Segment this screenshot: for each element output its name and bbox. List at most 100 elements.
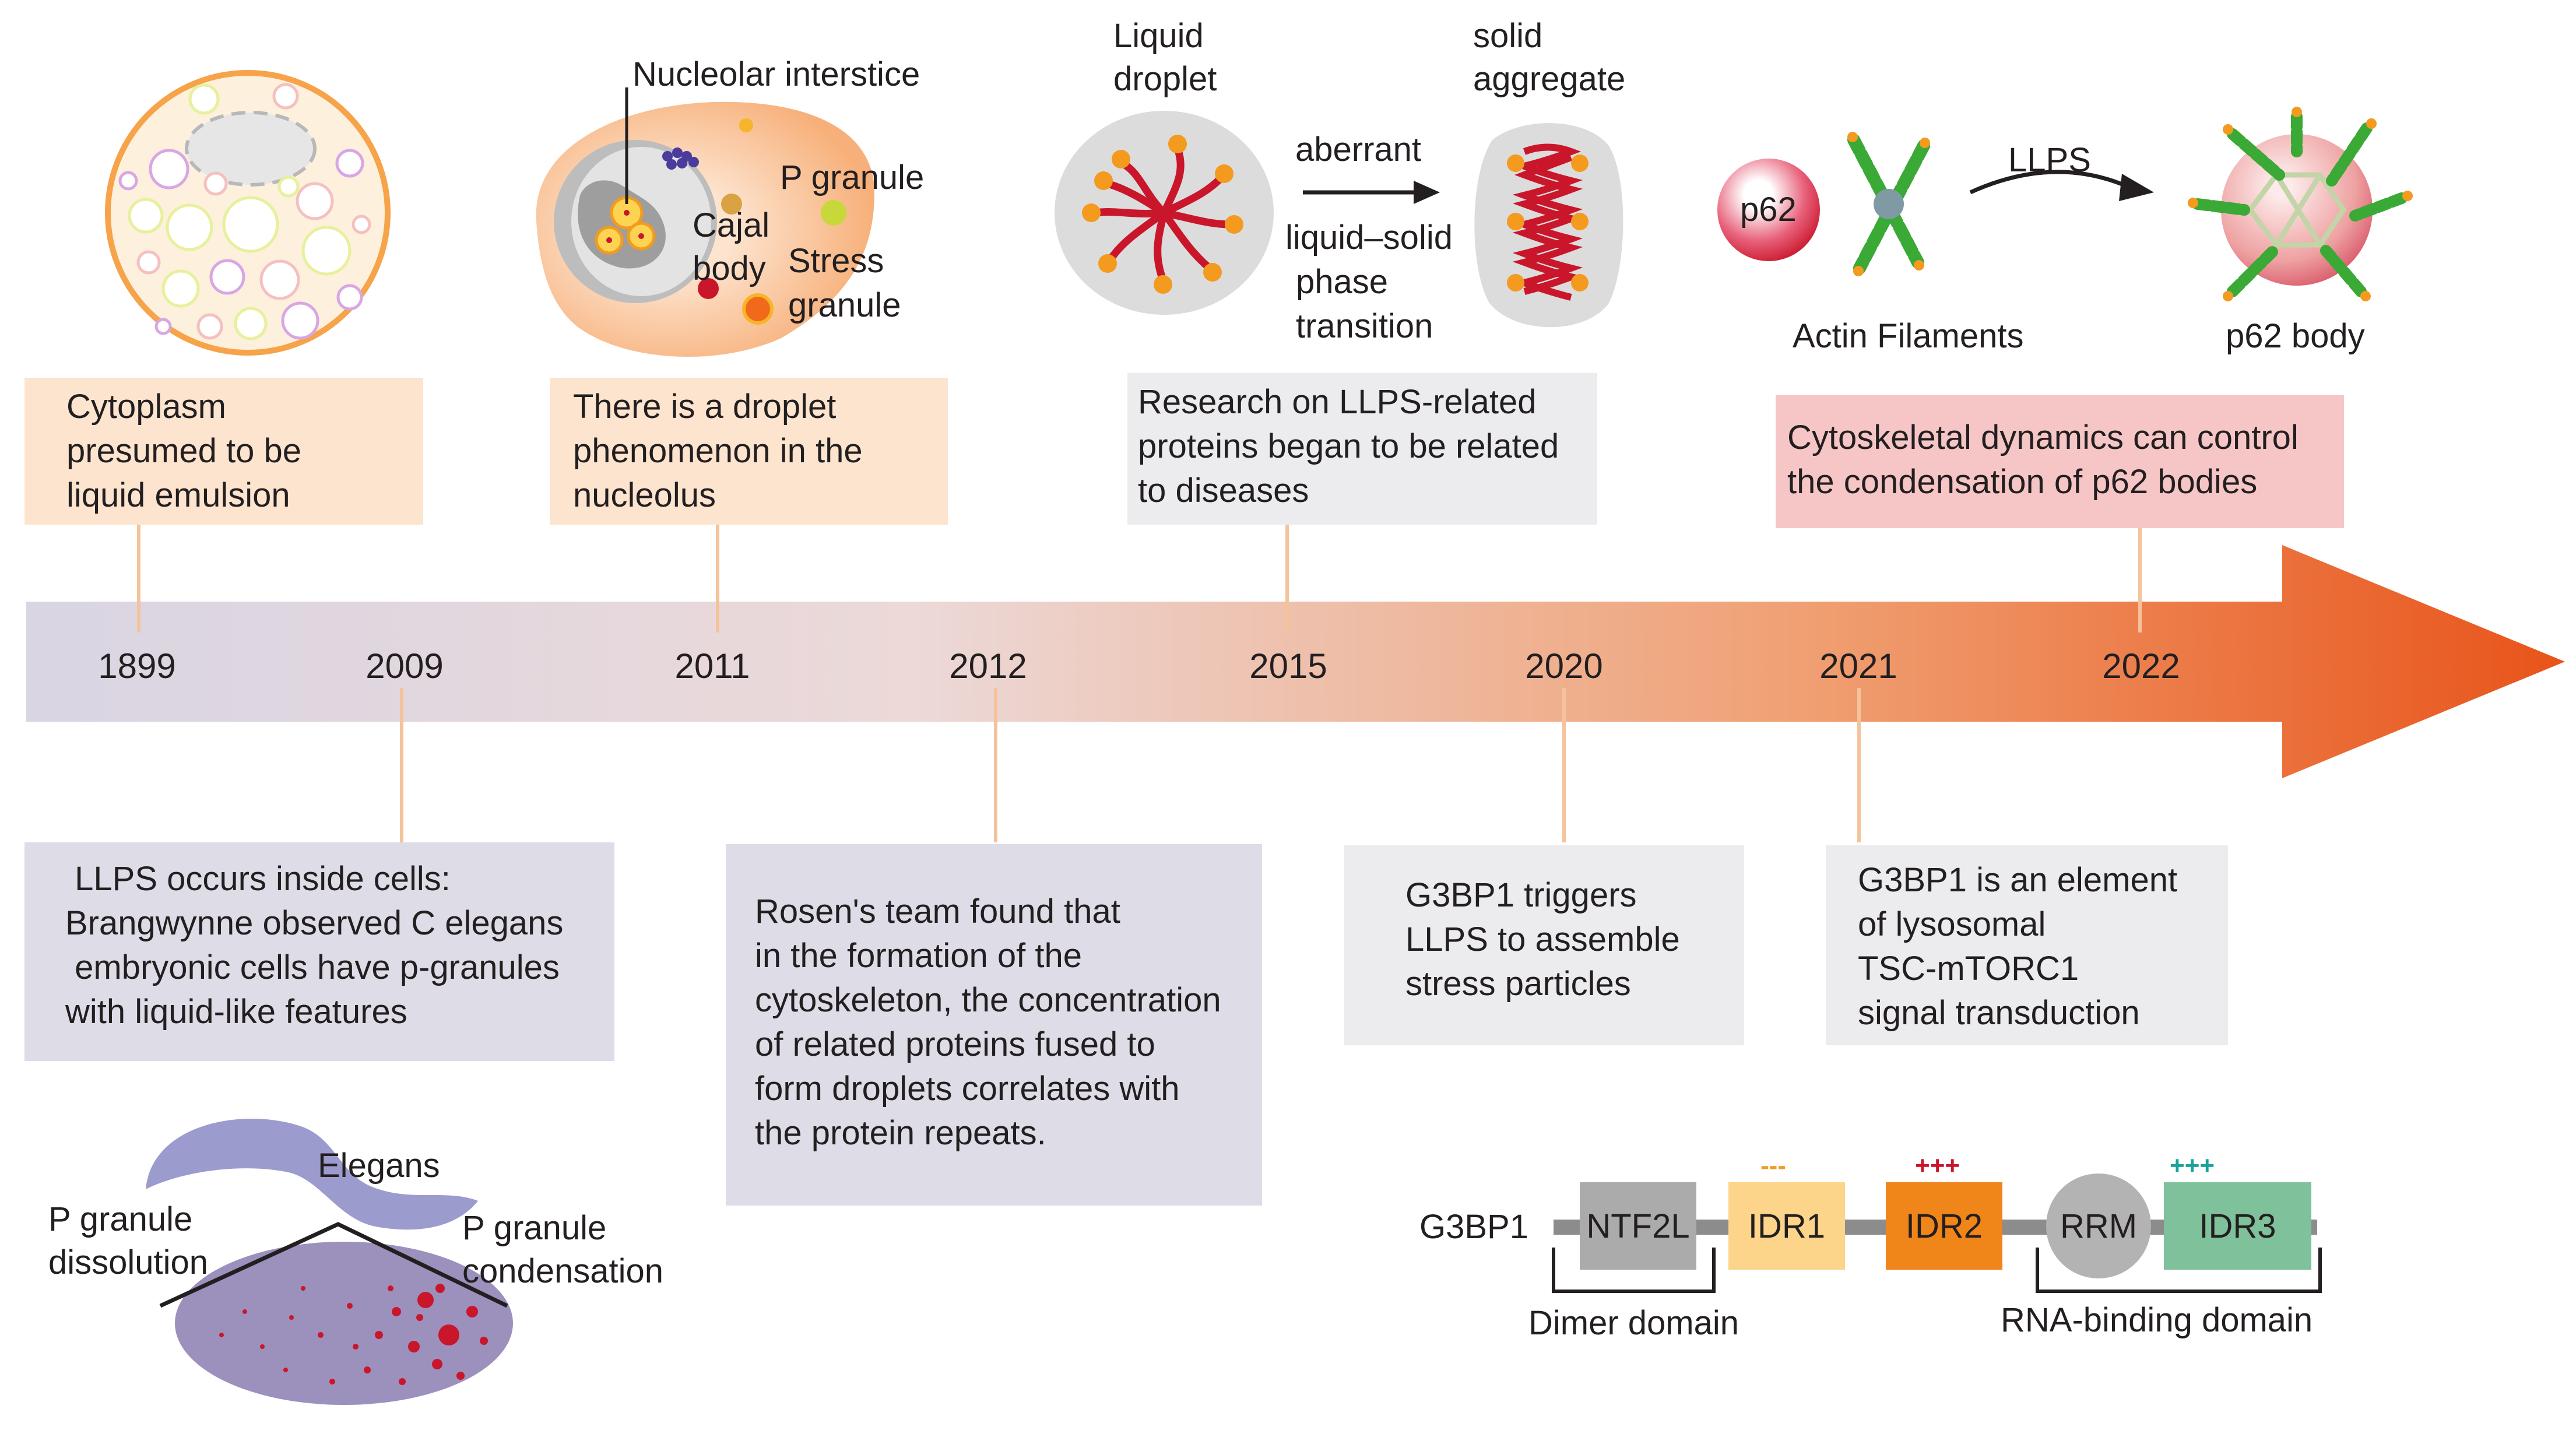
stress-granule-label: Stress granule <box>788 239 901 328</box>
idr1-charge-label: --- <box>1760 1151 1786 1180</box>
connector-2015 <box>1285 525 1289 633</box>
event-text-line: signal transduction <box>1858 994 2140 1032</box>
phase-transition-label: liquid–solid phase transition <box>1285 216 1453 349</box>
year-label: 2021 <box>1819 647 1897 686</box>
event-text-line: of lysosomal <box>1858 905 2046 943</box>
label-line: Stress <box>788 242 884 280</box>
event-box-1899: Cytoplasm presumed to be liquid emulsion <box>24 378 423 525</box>
p-granule-label: P granule <box>780 159 925 196</box>
connector-2021 <box>1857 688 1861 842</box>
connector-2012 <box>994 688 997 842</box>
label-line: Liquid <box>1113 17 1204 55</box>
year-label: 2009 <box>366 647 444 686</box>
event-box-2012: Rosen's team found that in the formation… <box>726 844 1262 1206</box>
g3bp1-label: G3BP1 <box>1419 1208 1528 1246</box>
event-text-line: in the formation of the <box>755 937 1082 975</box>
label-line: liquid–solid <box>1285 219 1453 257</box>
solid-aggregate-label: solid aggregate <box>1473 15 1625 101</box>
year-label: 1899 <box>98 647 176 686</box>
label-line: solid <box>1473 17 1543 55</box>
elegans-label: Elegans <box>318 1147 440 1185</box>
event-box-2020: G3BP1 triggers LLPS to assemble stress p… <box>1344 845 1744 1045</box>
idr3-charge-label: +++ <box>2170 1151 2215 1180</box>
event-box-2022: Cytoskeletal dynamics can control the co… <box>1776 395 2344 528</box>
event-text-line: the protein repeats. <box>755 1114 1046 1152</box>
dimer-domain-label: Dimer domain <box>1528 1304 1739 1342</box>
event-text-line: G3BP1 triggers <box>1405 876 1637 914</box>
p62-body-label: p62 body <box>2226 317 2365 355</box>
label-line: droplet <box>1113 60 1217 98</box>
label-line: body <box>693 250 766 287</box>
event-text-line: Rosen's team found that <box>755 893 1120 930</box>
domain-idr2: IDR2 <box>1886 1182 2002 1270</box>
label-line: aggregate <box>1473 60 1626 98</box>
domain-idr1: IDR1 <box>1728 1182 1845 1270</box>
connector-2009 <box>400 688 403 842</box>
event-text-line: TSC-mTORC1 <box>1858 950 2079 988</box>
idr2-charge-label: +++ <box>1915 1151 1960 1180</box>
domain-ntf2l: NTF2L <box>1580 1182 1696 1270</box>
cytoplasm-emulsion-illustration <box>105 70 391 356</box>
connector-2011 <box>716 525 719 633</box>
actin-filaments-label: Actin Filaments <box>1793 317 2024 355</box>
label-line: P granule <box>48 1200 193 1238</box>
label-line: Cajal <box>693 206 770 244</box>
year-label: 2020 <box>1525 647 1603 686</box>
connector-2022 <box>2138 528 2142 633</box>
label-line: phase <box>1296 263 1389 301</box>
domain-rrm: RRM <box>2046 1173 2151 1278</box>
event-text-line: presumed to be <box>66 432 302 470</box>
connector-2020 <box>1562 688 1566 842</box>
event-box-2011: There is a droplet phenomenon in the nuc… <box>550 378 948 525</box>
event-text-line: stress particles <box>1405 965 1631 1003</box>
timeline-arrow-shape <box>26 545 2565 778</box>
elegans-illustration <box>146 1119 513 1405</box>
domain-idr3: IDR3 <box>2164 1182 2311 1270</box>
event-text-line: proteins began to be related <box>1138 427 1559 465</box>
year-label: 2012 <box>949 647 1027 686</box>
p-granule-dissolution-label: P granule dissolution <box>48 1198 208 1284</box>
label-line: dissolution <box>48 1243 209 1281</box>
event-text-line: with liquid-like features <box>65 993 407 1031</box>
event-box-2021: G3BP1 is an element of lysosomal TSC-mTO… <box>1826 845 2228 1045</box>
event-text-line: Cytoskeletal dynamics can control <box>1787 419 2299 456</box>
event-text-line: nucleolus <box>573 476 716 514</box>
event-text-line: form droplets correlates with <box>755 1070 1180 1108</box>
liquid-droplet-label: Liquid droplet <box>1113 15 1217 101</box>
aberrant-label: aberrant <box>1295 131 1422 168</box>
domain-name: IDR2 <box>1905 1207 1983 1245</box>
p62-llps-illustration <box>1717 107 2413 301</box>
phase-transition-arrow <box>1303 181 1440 204</box>
event-box-2009: LLPS occurs inside cells: Brangwynne obs… <box>24 842 614 1061</box>
event-text-line: the condensation of p62 bodies <box>1787 463 2258 501</box>
domain-name: IDR1 <box>1748 1207 1826 1245</box>
liquid-droplet-illustration <box>1055 111 1274 315</box>
nucleolar-interstice-label: Nucleolar interstice <box>632 55 920 93</box>
llps-arrow-label: LLPS <box>2008 141 2091 179</box>
domain-brackets <box>1552 1248 2322 1293</box>
label-line: granule <box>788 286 901 324</box>
label-line: P granule <box>462 1209 607 1247</box>
connector-1899 <box>137 525 140 633</box>
domain-name: IDR3 <box>2199 1207 2276 1245</box>
label-line: condensation <box>462 1252 664 1290</box>
event-text-line: Research on LLPS-related <box>1138 383 1537 421</box>
event-text-line: cytoskeleton, the concentration <box>755 981 1221 1019</box>
domain-name: NTF2L <box>1586 1207 1690 1245</box>
year-label: 2011 <box>674 647 750 686</box>
event-text-line: Cytoplasm <box>66 388 226 426</box>
event-box-2015: Research on LLPS-related proteins began … <box>1127 373 1597 525</box>
event-text-line: G3BP1 is an element <box>1858 861 2178 899</box>
event-text-line: of related proteins fused to <box>755 1025 1155 1063</box>
event-text-line: liquid emulsion <box>66 476 290 514</box>
event-text-line: There is a droplet <box>573 388 837 426</box>
event-text-line: to diseases <box>1138 472 1309 510</box>
solid-aggregate-illustration <box>1474 123 1623 328</box>
event-text-line: phenomenon in the <box>573 432 863 470</box>
p62-label: p62 <box>1740 191 1797 229</box>
nucleolus-illustration <box>536 87 874 357</box>
year-label: 2015 <box>1249 647 1327 686</box>
year-label: 2022 <box>2102 647 2180 686</box>
